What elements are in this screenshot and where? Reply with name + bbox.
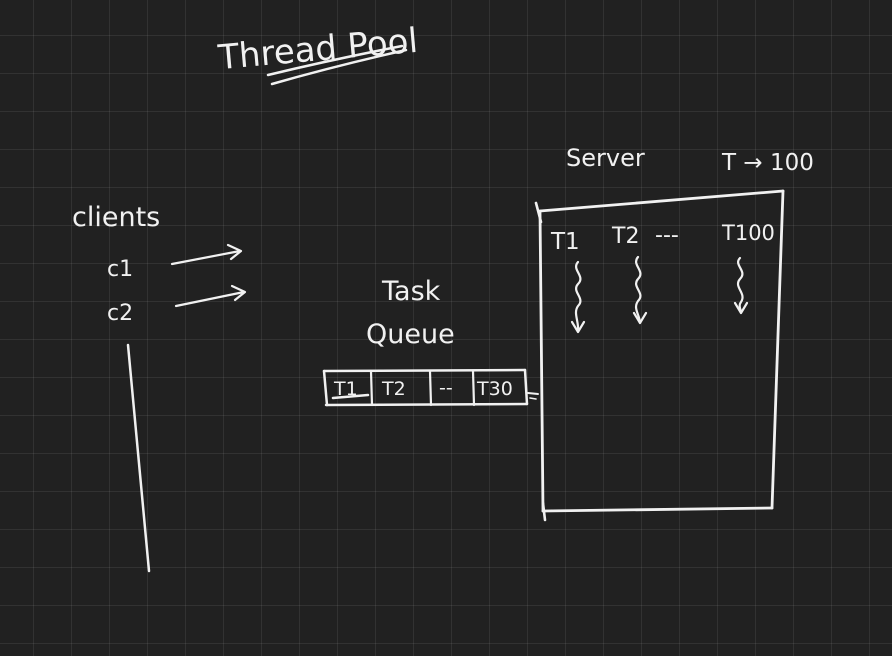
- thread-t2-wavy-arrow: [632, 255, 648, 325]
- queue-cell-t30: T30: [476, 378, 513, 400]
- task-queue-label-line2: Queue: [366, 319, 455, 350]
- queue-cell-t2: T2: [381, 378, 406, 400]
- thread-t100-wavy-arrow: [733, 256, 749, 315]
- task-queue-box: [322, 368, 529, 407]
- client-timeline-line: [126, 343, 151, 573]
- server-thread-t1: T1: [550, 229, 580, 255]
- title-underline-2: [270, 48, 408, 86]
- queue-pointer-mark: [527, 392, 539, 400]
- thread-t1-wavy-arrow: [570, 260, 586, 334]
- server-thread-capacity-note: T → 100: [721, 150, 814, 176]
- server-label: Server: [566, 144, 645, 172]
- server-box: [534, 189, 785, 522]
- server-thread-ellipsis: ---: [655, 223, 679, 248]
- client-c1-arrow: [170, 243, 243, 266]
- client-c1-label: c1: [107, 257, 133, 282]
- client-c2-arrow: [174, 284, 247, 308]
- clients-label: clients: [72, 202, 160, 233]
- client-c2-label: c2: [107, 301, 133, 326]
- queue-cell-t1: T1: [333, 378, 358, 400]
- task-queue-label-line1: Task: [381, 276, 441, 307]
- title-underline: [266, 44, 404, 77]
- server-thread-t100: T100: [721, 221, 775, 245]
- queue-cell-ellipsis: --: [439, 377, 453, 399]
- server-thread-t2: T2: [611, 224, 639, 249]
